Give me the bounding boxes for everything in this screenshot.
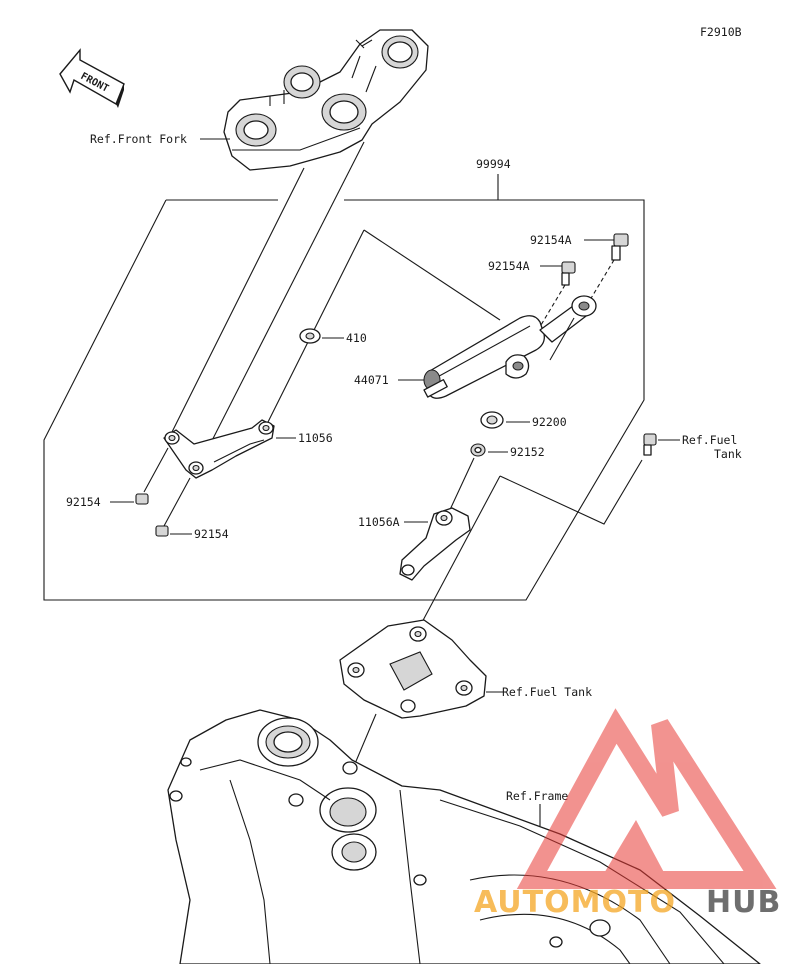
bracket-11056: 11056 [163,419,333,479]
steering-damper [423,295,597,399]
damper-label: 44071 [354,373,389,387]
bolt-ref-fuel-tank: Ref.Fuel Tank [643,433,742,461]
bolt-92154-left: 92154 [66,493,149,509]
svg-text:92154A: 92154A [530,233,572,247]
svg-text:92154: 92154 [66,495,101,509]
fuel-tank-bracket: Ref.Fuel Tank [339,619,592,719]
collar-92200: 92200 [480,411,567,429]
watermark-text-automoto: AUTOMOTO [474,885,676,920]
bolt-92154-lower: 92154 [155,525,229,541]
figure-code: F2910B [700,25,742,39]
bolt-92154a-upper: 92154A [530,233,629,301]
watermark-text-hub: HUB [706,885,781,920]
automotohub-watermark [516,708,777,889]
assembly-frame [43,174,645,601]
bracket-11056a: 11056A [358,507,471,581]
washer-410: 410 [299,328,367,345]
triple-clamp [223,29,429,171]
svg-text:11056A: 11056A [358,515,400,529]
svg-text:Tank: Tank [714,447,742,461]
assembly-label: 99994 [476,157,511,171]
ref-front-fork-label: Ref.Front Fork [90,132,187,146]
svg-text:Ref.Fuel Tank: Ref.Fuel Tank [502,685,592,699]
spacer-92152: 92152 [470,443,545,459]
svg-text:92152: 92152 [510,445,545,459]
svg-text:92154A: 92154A [488,259,530,273]
ref-frame-label: Ref.Frame [506,789,568,803]
svg-text:410: 410 [346,331,367,345]
svg-text:11056: 11056 [298,431,333,445]
svg-text:Ref.Fuel: Ref.Fuel [682,433,737,447]
motorcycle-frame [167,709,761,964]
bolt-92154a-lower: 92154A [488,259,576,331]
front-arrow-icon: FRONT [59,48,125,108]
svg-text:92154: 92154 [194,527,229,541]
svg-text:92200: 92200 [532,415,567,429]
